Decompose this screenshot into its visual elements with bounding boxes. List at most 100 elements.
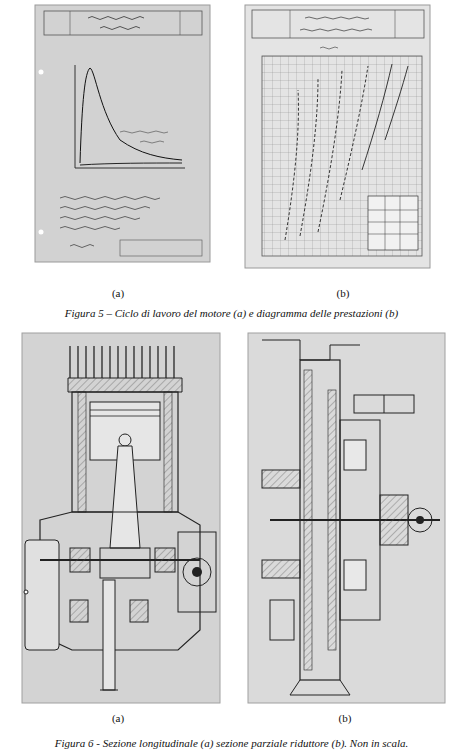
performance-sheet [300,78,318,236]
cooling-fin [85,346,86,378]
performance-sheet [245,5,430,268]
reducer-section [262,470,300,488]
engine-section [119,434,131,446]
cooling-fin [117,346,118,378]
performance-sheet [385,196,386,250]
cycle-sheet [39,230,44,235]
performance-sheet [395,10,396,38]
engine-section [100,690,118,691]
performance-sheet [368,210,418,211]
engine-section [178,532,216,612]
reducer-section [416,516,424,524]
cycle-sheet [39,70,44,75]
engine-section [24,590,28,594]
engine-section [110,446,140,548]
cycle-sheet [75,168,185,169]
cooling-fin [77,346,78,378]
subfigure-label: (b) [318,287,368,300]
performance-sheet [262,56,422,256]
engine-section [90,416,160,417]
reducer-section [290,680,350,695]
performance-sheet [385,66,408,140]
engine-section [192,567,202,577]
cycle-sheet [180,11,181,35]
cooling-fin [149,346,150,378]
performance-sheet [305,17,369,19]
cycle-sheet [70,11,71,35]
cycle-sheet [60,207,150,210]
reducer-section [270,600,294,640]
engine-section [155,548,175,572]
engine-section [103,580,115,690]
cooling-fin [93,346,94,378]
engine-section [22,333,220,703]
engine-section [22,333,220,703]
cooling-fin [133,346,134,378]
performance-sheet [368,196,418,250]
performance-sheet [245,5,430,268]
figure-caption: Figura 5 – Ciclo di lavoro del motore (a… [8,307,455,320]
performance-sheet [362,64,392,170]
engine-section [40,512,200,650]
cycle-sheet [35,5,210,262]
cycle-sheet [35,5,210,262]
cycle-sheet [120,240,202,256]
engine-section [164,392,172,512]
performance-sheet [400,196,401,250]
cycle-sheet [60,197,160,200]
cycle-sheet [60,227,120,230]
cycle-sheet [120,131,168,133]
performance-sheet [368,234,418,235]
performance-sheet [318,70,342,232]
reducer-section [344,560,366,590]
subfigure-label: (b) [320,712,370,725]
engine-section [183,558,211,586]
cycle-sheet [80,163,182,165]
subfigure-label: (a) [93,287,143,300]
reducer-section [408,508,432,532]
cycle-sheet [140,141,164,143]
cycle-sheet [80,68,182,163]
engine-section [78,392,86,512]
cooling-fin [101,346,102,378]
figure-caption: Figura 6 - Sezione longitudinale (a) sez… [8,737,455,750]
cooling-fin [165,346,166,378]
reducer-section [270,519,440,521]
performance-sheet [285,90,298,240]
performance-sheet [340,66,368,200]
reducer-section [380,495,408,545]
performance-sheet [252,10,424,38]
reducer-section [384,395,385,413]
engine-section [68,378,182,392]
cycle-sheet [75,65,76,168]
cooling-fin [109,346,110,378]
cooling-fin [157,346,158,378]
engine-section [100,548,150,578]
reducer-section [262,340,360,360]
engine-section [25,540,59,650]
reducer-section [248,333,445,703]
reducer-section [354,395,414,413]
engine-section [70,600,88,622]
engine-section [40,559,200,561]
performance-sheet [290,10,291,38]
reducer-section [262,560,300,578]
cooling-fin [69,346,70,378]
cooling-fin [141,346,142,378]
reducer-section [344,440,366,470]
engine-section [130,600,148,622]
performance-sheet [368,222,418,223]
performance-sheet [320,47,338,49]
reducer-section [248,333,445,703]
cooling-fins [70,346,174,378]
cycle-sheet [44,11,202,35]
engine-section [70,548,90,572]
cooling-fin [173,346,174,378]
engine-section [90,410,160,411]
performance-sheet [300,29,372,31]
cycle-sheet [60,217,140,220]
subfigure-label: (a) [93,712,143,725]
cycle-sheet [70,245,94,248]
cycle-sheet [88,17,144,20]
